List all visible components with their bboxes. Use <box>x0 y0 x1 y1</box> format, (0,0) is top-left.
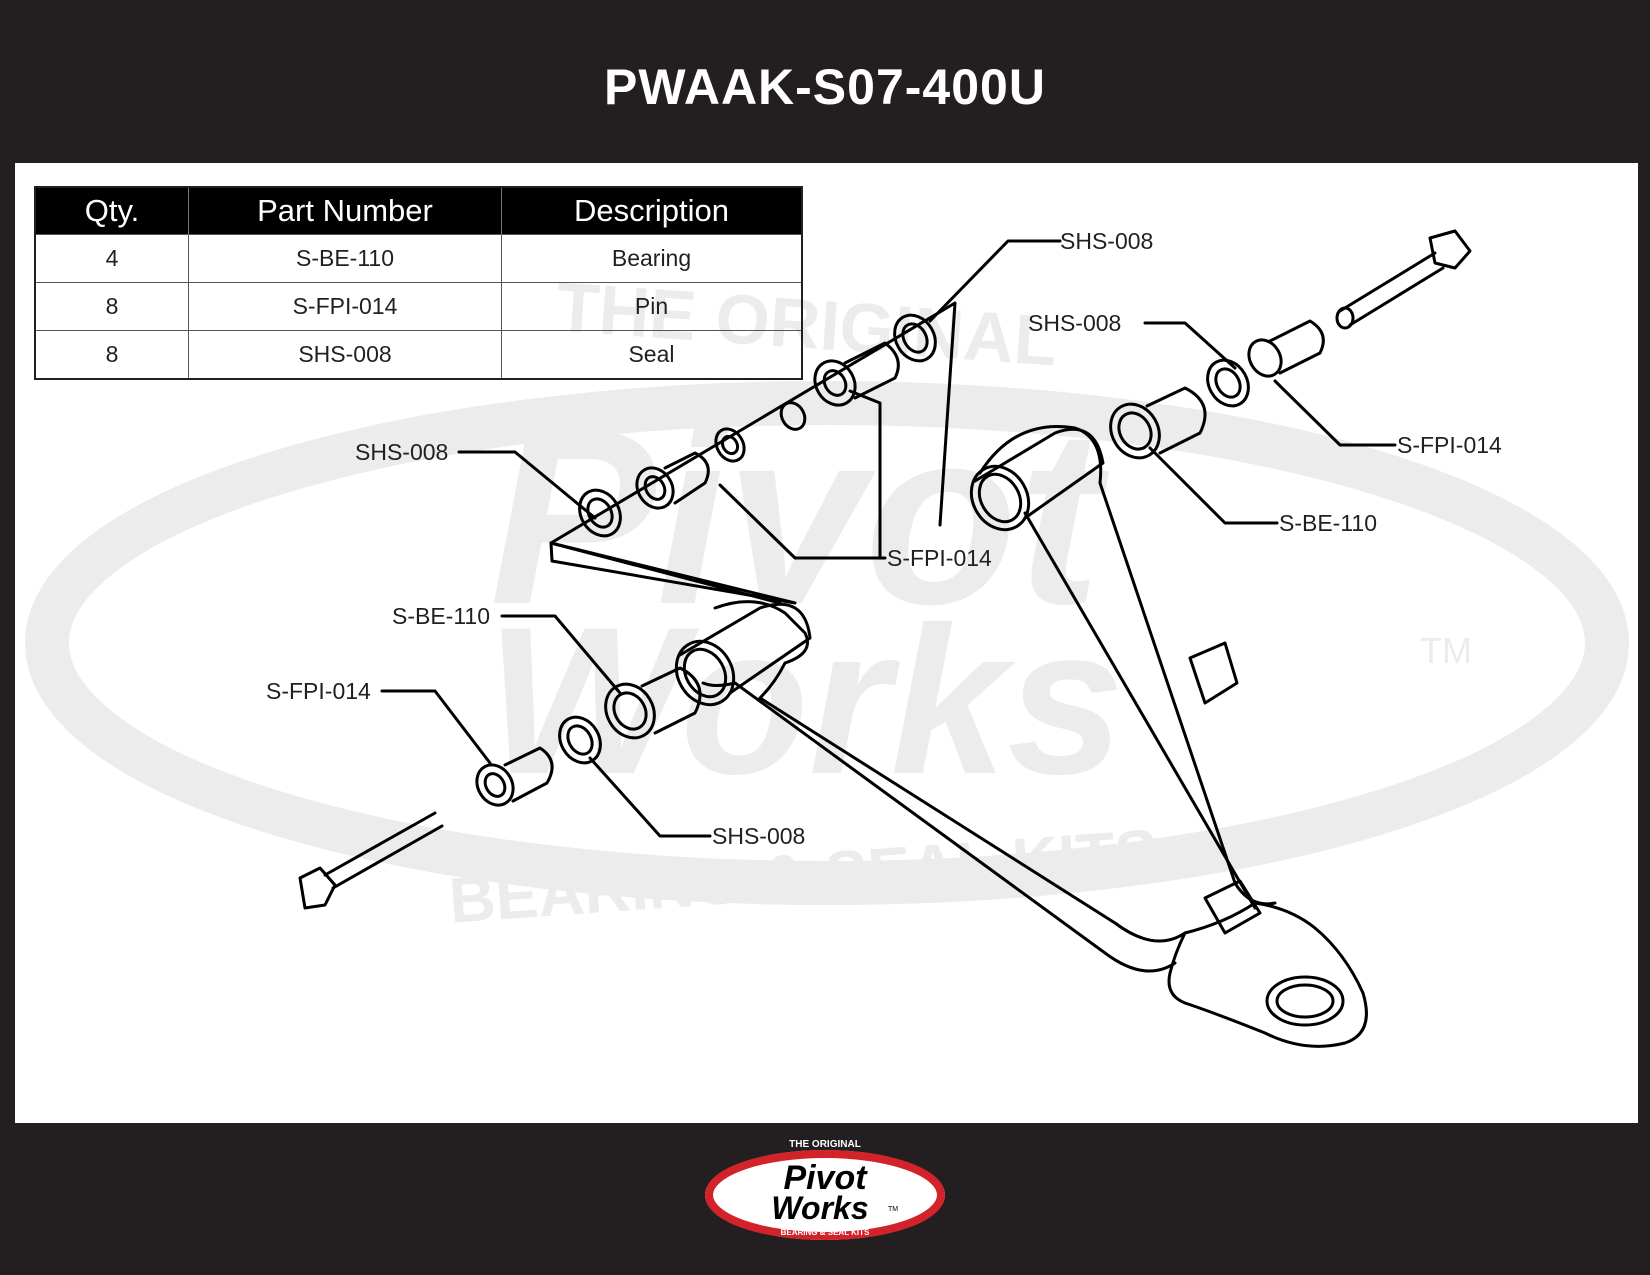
page-title: PWAAK-S07-400U <box>604 59 1046 115</box>
callout-fpi-mid: S-FPI-014 <box>887 545 992 571</box>
cell-qty: 8 <box>34 282 189 331</box>
pin-icon <box>635 451 710 510</box>
pin-icon <box>813 341 900 407</box>
logo-bottom-text: BEARING & SEAL KITS <box>781 1228 870 1237</box>
pin-icon <box>475 746 554 807</box>
cell-part-number: S-FPI-014 <box>188 282 502 331</box>
logo-line1: Pivot <box>783 1159 868 1197</box>
cell-part-number: SHS-008 <box>188 330 502 380</box>
callout-shs-bottom: SHS-008 <box>712 823 806 849</box>
callout-fpi-right: S-FPI-014 <box>1397 432 1502 458</box>
seal-icon <box>578 488 622 538</box>
table-header-row: Qty. Part Number Description <box>35 187 802 235</box>
parts-table: Qty. Part Number Description 4 S-BE-110 … <box>34 186 803 380</box>
pin-icon <box>1247 319 1325 378</box>
a-arm-diagram <box>298 229 1472 1048</box>
table-row: 4 S-BE-110 Bearing <box>34 234 803 283</box>
header-part-number: Part Number <box>188 187 502 235</box>
callout-fpi-left: S-FPI-014 <box>266 678 371 704</box>
logo-top-text: THE ORIGINAL <box>789 1139 861 1150</box>
bolt-icon <box>1335 229 1472 330</box>
diagram-panel: THE ORIGINAL Pivot Works TM BEARING & SE… <box>15 163 1638 1123</box>
callout-shs-right: SHS-008 <box>1028 310 1122 336</box>
callout-shs-left: SHS-008 <box>355 439 449 465</box>
header-qty: Qty. <box>35 187 189 235</box>
bearing-icon <box>604 666 702 740</box>
table-row: 8 SHS-008 Seal <box>34 330 803 380</box>
table-row: 8 S-FPI-014 Pin <box>34 282 803 331</box>
callout-shs-top: SHS-008 <box>1060 228 1154 254</box>
seal-icon <box>893 313 937 363</box>
seal-icon <box>1206 358 1250 408</box>
cell-part-number: S-BE-110 <box>188 234 502 283</box>
header-description: Description <box>501 187 802 235</box>
cell-description: Bearing <box>501 234 803 283</box>
nut-icon <box>714 401 807 463</box>
cell-qty: 4 <box>34 234 189 283</box>
cell-qty: 8 <box>34 330 189 380</box>
seal-icon <box>558 715 602 765</box>
logo-tm: TM <box>888 1206 898 1213</box>
bearing-icon <box>1109 386 1207 460</box>
cell-description: Pin <box>501 282 803 331</box>
logo-line2: Works <box>771 1190 868 1226</box>
callout-be-left: S-BE-110 <box>392 603 491 629</box>
watermark-tm: TM <box>1420 630 1472 671</box>
bolt-icon <box>298 811 444 910</box>
pivot-works-logo: THE ORIGINAL Pivot Works TM BEARING & SE… <box>705 1139 945 1240</box>
cell-description: Seal <box>501 330 803 380</box>
callout-be-right: S-BE-110 <box>1279 510 1378 536</box>
